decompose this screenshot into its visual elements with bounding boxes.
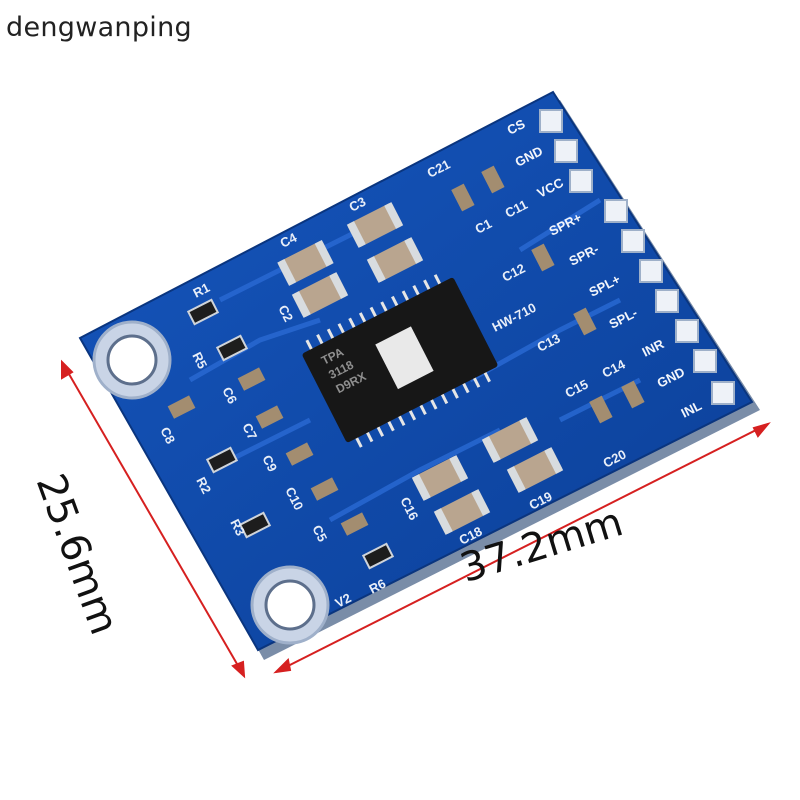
label-c6: C6 (219, 385, 240, 407)
label-r2: R2 (193, 475, 214, 497)
pin-pads (539, 109, 735, 405)
width-arrow-right (752, 422, 771, 438)
capacitors (167, 165, 645, 536)
label-v2: V2 (333, 590, 354, 611)
label-c5: C5 (309, 523, 330, 545)
pin-label-cs: CS (505, 116, 528, 138)
label-r6: R6 (367, 576, 389, 597)
label-c4: C4 (278, 229, 300, 250)
label-r5: R5 (189, 350, 210, 372)
mounting-hole-bottom (250, 565, 330, 645)
label-c7: C7 (239, 421, 260, 443)
resistors (186, 298, 395, 570)
label-c3: C3 (347, 194, 369, 215)
mounting-hole-top (92, 320, 172, 400)
label-r3: R3 (227, 517, 248, 539)
label-c2: C2 (275, 303, 296, 325)
height-arrow-top (61, 359, 74, 380)
label-r1: R1 (191, 280, 213, 301)
width-arrow-left (273, 657, 292, 674)
watermark-text: dengwanping (6, 12, 192, 43)
label-c8: C8 (157, 425, 178, 447)
width-dimension-line (275, 423, 769, 673)
dimension-lines (61, 359, 771, 679)
label-c9: C9 (259, 453, 280, 475)
label-c1: C1 (473, 216, 495, 237)
amplifier-chip: TPA 3118 D9RX (302, 274, 498, 448)
height-arrow-bottom (231, 660, 246, 679)
height-dimension-line (61, 361, 245, 677)
